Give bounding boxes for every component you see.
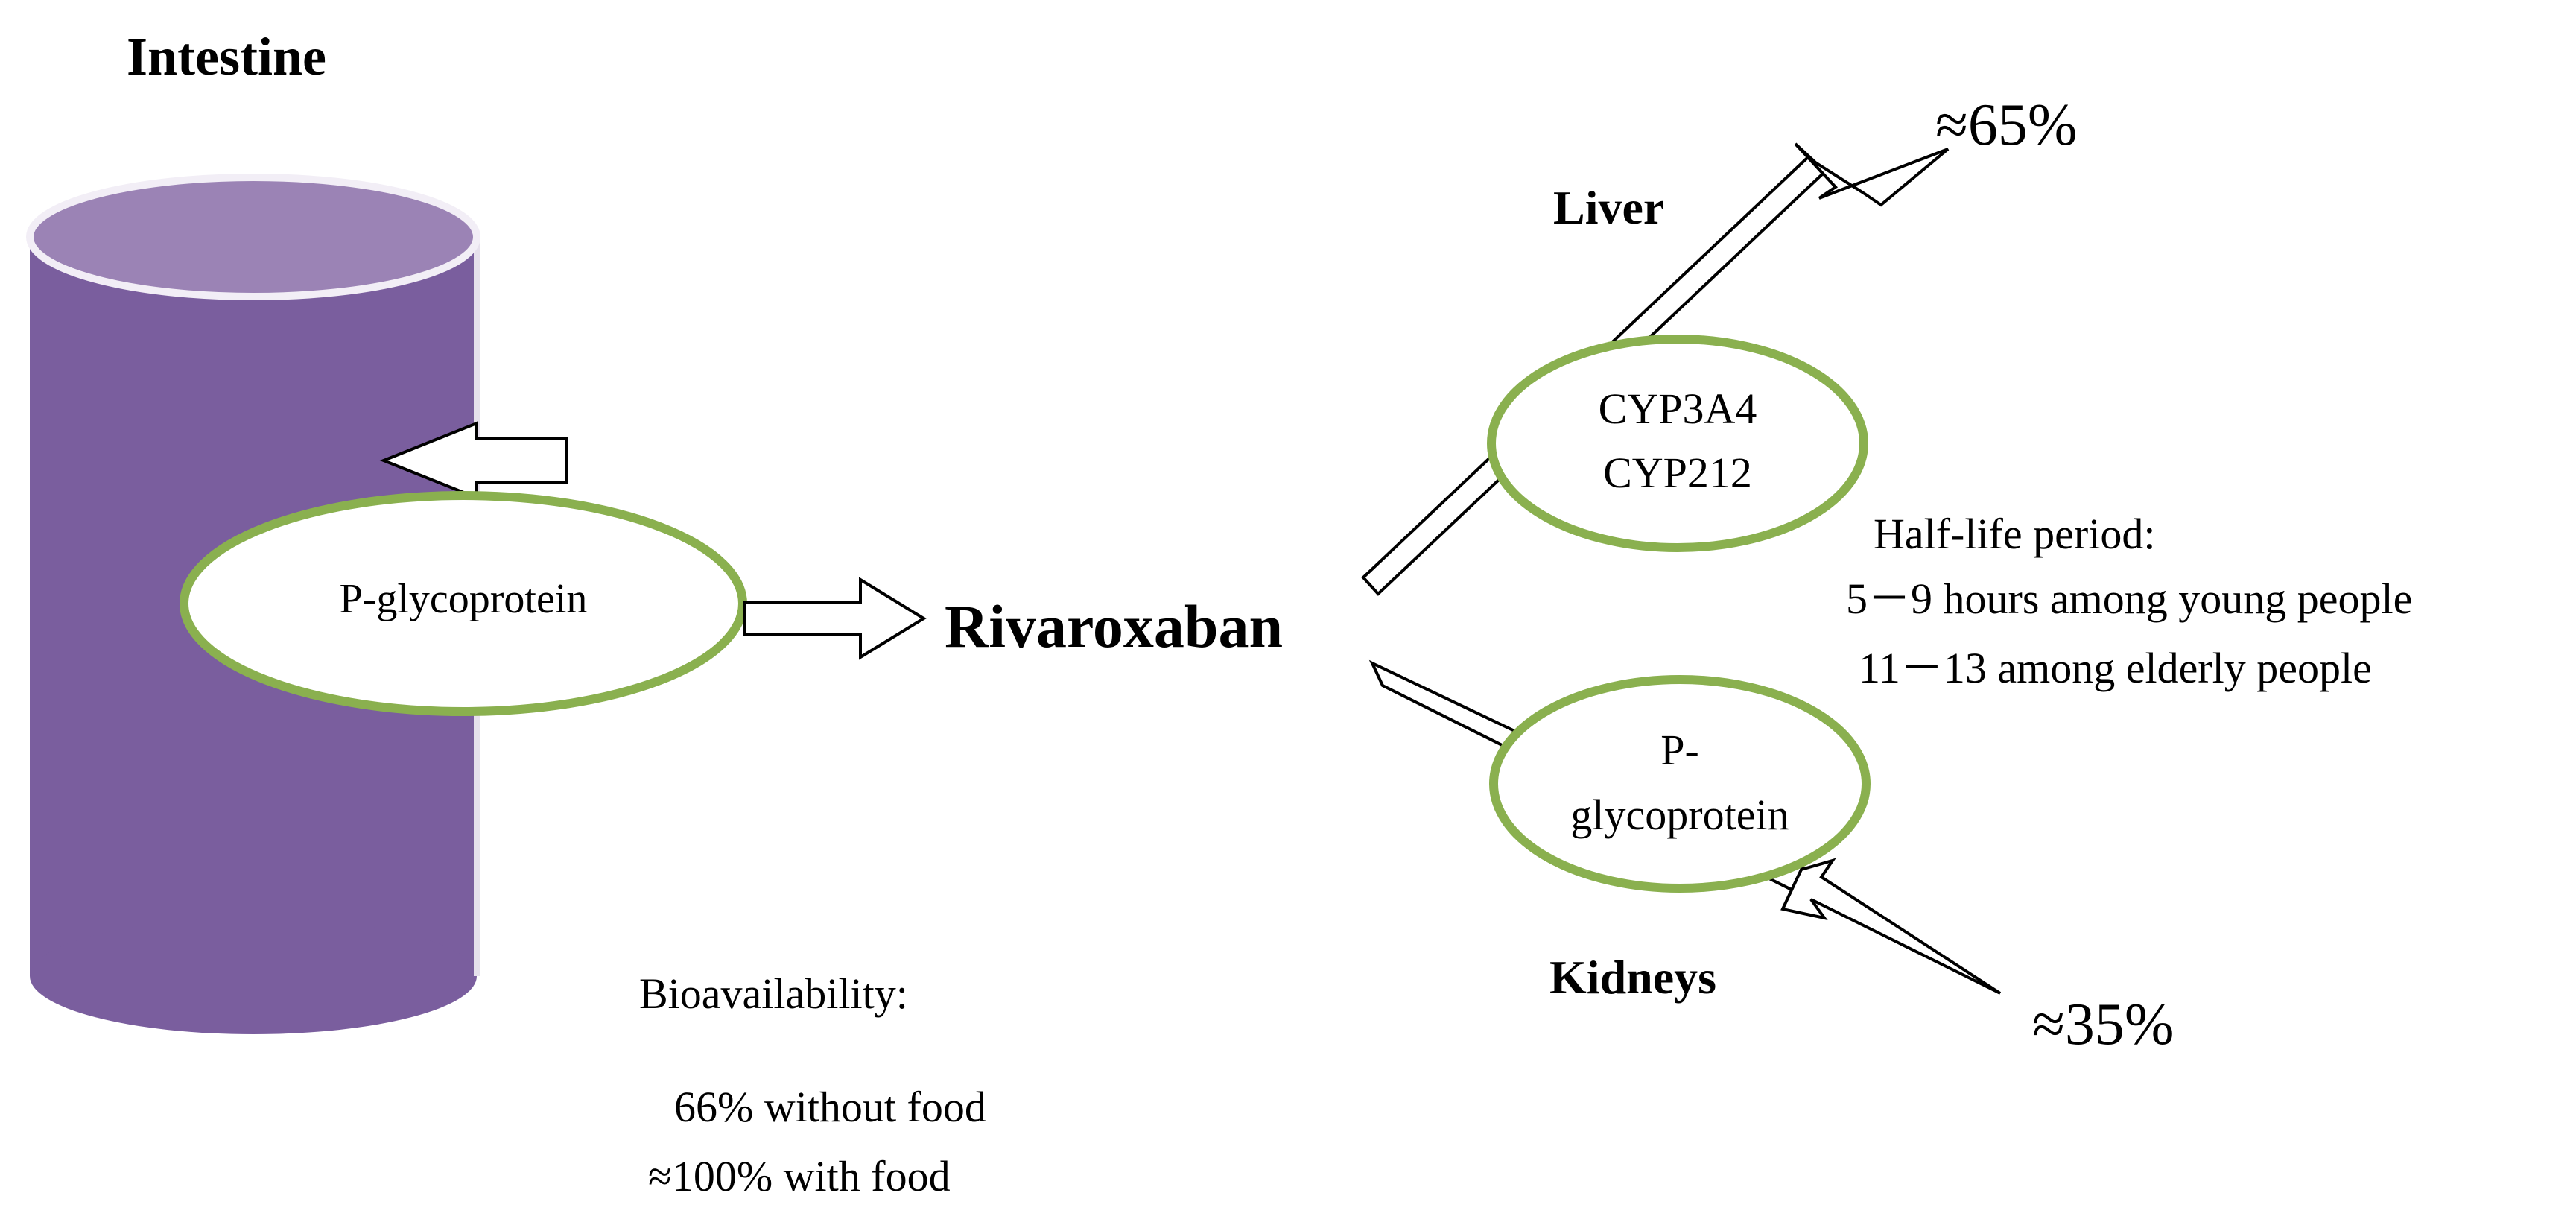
half-life-young: 5－9 hours among young people [1846, 574, 2413, 623]
intestine-pgp-label: P-glycoprotein [339, 576, 588, 622]
bioavailability-without-food: 66% without food [674, 1083, 986, 1131]
cylinder-bottom [30, 918, 477, 1034]
bioavailability-with-food: ≈100% with food [648, 1152, 951, 1200]
bioavailability-heading: Bioavailability: [639, 969, 908, 1018]
kidney-percent: ≈35% [2032, 992, 2174, 1057]
kidney-pgp-line-2: glycoprotein [1570, 791, 1789, 839]
kidney-arrow-head [1780, 858, 2002, 995]
intestine-title: Intestine [127, 27, 326, 86]
drug-name: Rivaroxaban [945, 592, 1284, 660]
half-life-elderly: 11－13 among elderly people [1859, 644, 2372, 692]
kidneys-title: Kidneys [1549, 951, 1717, 1004]
liver-cyp-ellipse [1487, 335, 1868, 552]
half-life-heading: Half-life period: [1874, 510, 2156, 558]
liver-title: Liver [1553, 181, 1665, 234]
liver-percent: ≈65% [1935, 92, 2078, 158]
cylinder-top [26, 174, 480, 300]
liver-enzyme-1: CYP3A4 [1598, 384, 1757, 433]
absorption-arrow [743, 577, 927, 660]
intestine-pgp-ellipse [180, 491, 747, 716]
liver-enzyme-2: CYP212 [1603, 449, 1752, 497]
kidney-pgp-line-1: P- [1660, 726, 1699, 774]
efflux-arrow [379, 421, 568, 500]
kidney-pgp-ellipse [1489, 675, 1871, 893]
liver-arrow-head [1794, 142, 1950, 207]
